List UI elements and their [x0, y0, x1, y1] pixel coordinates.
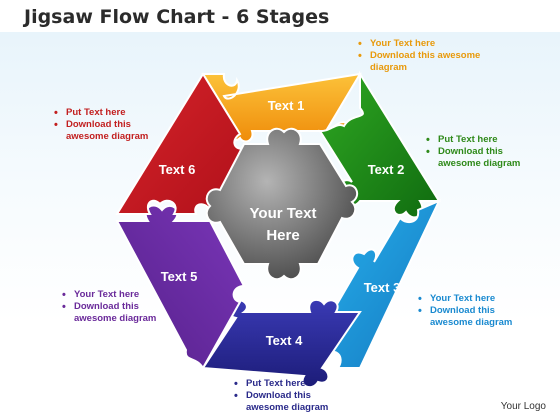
piece-6-red: [115, 72, 249, 215]
callout-navy-item: Download this awesome diagram: [234, 390, 346, 414]
callout-blue-item: Download this awesome diagram: [418, 305, 530, 329]
callout-green: Put Text here Download this awesome diag…: [426, 134, 538, 170]
piece-5-label: Text 5: [161, 269, 198, 284]
callout-navy-item: Put Text here: [234, 378, 346, 390]
center-label-line2: Here: [266, 227, 299, 244]
callout-green-item: Download this awesome diagram: [426, 146, 538, 170]
piece-6-label: Text 6: [159, 162, 196, 177]
callout-red-item: Download this awesome diagram: [54, 119, 164, 143]
title-sub: 6 Stages: [236, 6, 330, 28]
title-separator: -: [214, 6, 237, 28]
callout-red: Put Text here Download this awesome diag…: [54, 107, 164, 143]
callout-blue: Your Text here Download this awesome dia…: [418, 293, 530, 329]
callout-purple: Your Text here Download this awesome dia…: [62, 289, 172, 325]
center-label-line1: Your Text: [250, 205, 317, 222]
callout-purple-item: Your Text here: [62, 289, 172, 301]
logo-text: Your Logo: [500, 401, 546, 412]
callout-green-item: Put Text here: [426, 134, 538, 146]
piece-5-purple: [115, 204, 246, 371]
center-piece: [205, 127, 359, 281]
piece-4-label: Text 4: [266, 333, 303, 348]
callout-blue-item: Your Text here: [418, 293, 530, 305]
callout-orange-item: Download this awesome diagram: [358, 50, 498, 74]
callout-orange: Your Text here Download this awesome dia…: [358, 38, 498, 74]
page-title: Jigsaw Flow Chart - 6 Stages: [24, 6, 329, 28]
title-main: Jigsaw Flow Chart: [24, 6, 215, 28]
callout-orange-item: Your Text here: [358, 38, 498, 50]
callout-red-item: Put Text here: [54, 107, 164, 119]
callout-navy: Put Text here Download this awesome diag…: [234, 378, 346, 414]
piece-2-label: Text 2: [368, 162, 405, 177]
callout-purple-item: Download this awesome diagram: [62, 301, 172, 325]
piece-1-label: Text 1: [268, 98, 305, 113]
piece-3-label: Text 3: [364, 280, 401, 295]
